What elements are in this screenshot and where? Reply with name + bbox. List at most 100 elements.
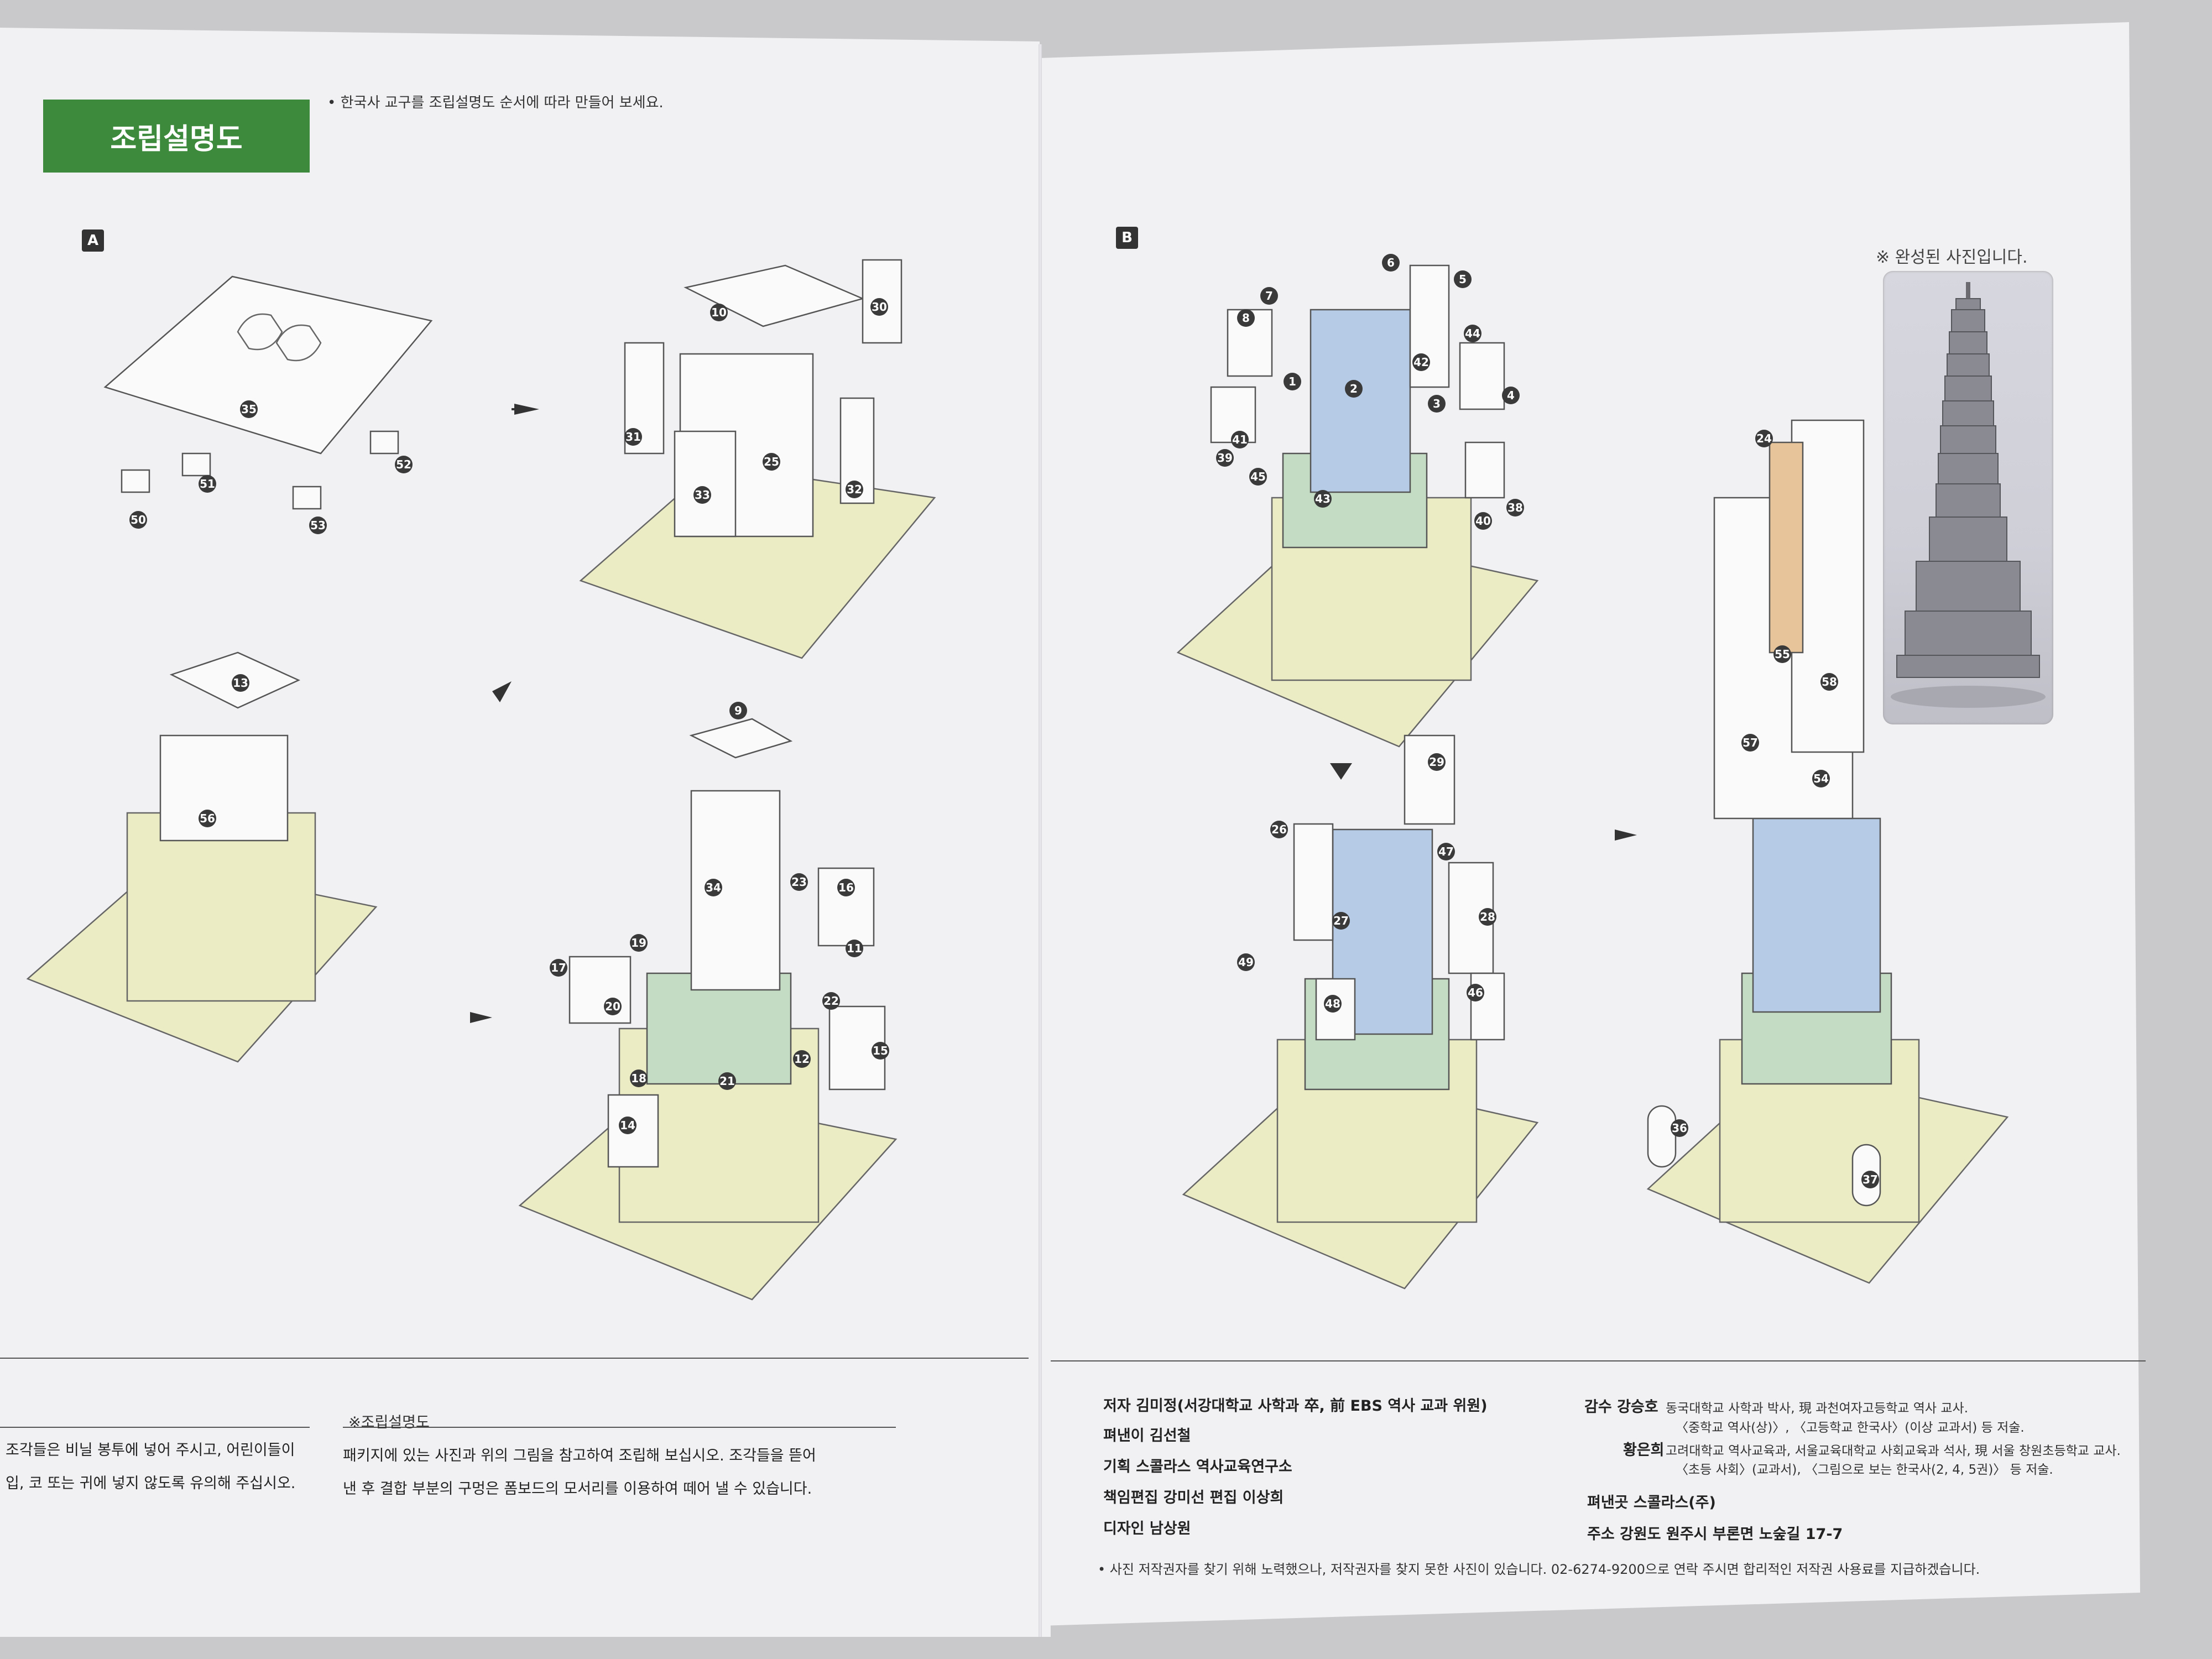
part-label-55: 55 <box>1773 645 1791 663</box>
svg-text:43: 43 <box>1315 492 1331 505</box>
part-label-19: 19 <box>630 934 648 952</box>
part-label-29: 29 <box>1428 753 1446 771</box>
part-label-24: 24 <box>1755 430 1773 447</box>
step3-assembly <box>26 651 378 1063</box>
part-label-6: 6 <box>1382 254 1400 272</box>
svg-text:46: 46 <box>1468 986 1483 999</box>
part-label-50: 50 <box>129 511 147 529</box>
part-label-22: 22 <box>822 992 840 1010</box>
svg-text:18: 18 <box>631 1072 646 1085</box>
svg-text:28: 28 <box>1480 910 1495 924</box>
part-label-28: 28 <box>1479 908 1496 926</box>
part-label-25: 25 <box>763 453 780 471</box>
part-label-41: 41 <box>1231 431 1249 448</box>
svg-text:17: 17 <box>551 961 566 974</box>
svg-text:13: 13 <box>233 676 248 690</box>
svg-text:19: 19 <box>631 936 646 950</box>
part-label-45: 45 <box>1249 468 1267 486</box>
svg-text:1: 1 <box>1288 375 1296 388</box>
step5-assembly <box>1176 264 1539 748</box>
publisher-place: 펴낸곳 스콜라스(주) <box>1587 1494 1716 1511</box>
svg-text:47: 47 <box>1438 845 1454 858</box>
svg-text:21: 21 <box>719 1074 735 1088</box>
svg-text:49: 49 <box>1238 956 1254 969</box>
section-b-badge: B <box>1116 227 1138 249</box>
part-label-46: 46 <box>1467 984 1484 1001</box>
svg-text:48: 48 <box>1325 997 1340 1010</box>
caution-line-1: 조각들은 비닐 봉투에 넣어 주시고, 어린이들이 <box>6 1442 295 1459</box>
part-label-31: 31 <box>624 428 642 446</box>
footer-rule-right <box>1051 1360 2146 1361</box>
part-label-53: 53 <box>309 517 327 534</box>
part-label-7: 7 <box>1260 287 1278 305</box>
svg-text:50: 50 <box>131 513 146 526</box>
step4-assembly <box>518 718 898 1301</box>
svg-text:4: 4 <box>1507 389 1515 402</box>
part-label-27: 27 <box>1332 912 1350 930</box>
svg-text:12: 12 <box>794 1052 810 1066</box>
svg-text:34: 34 <box>706 881 721 894</box>
svg-text:58: 58 <box>1822 675 1837 688</box>
svg-text:36: 36 <box>1672 1121 1687 1135</box>
part-label-14: 14 <box>619 1117 637 1134</box>
svg-text:57: 57 <box>1743 736 1758 749</box>
part-label-21: 21 <box>718 1072 736 1090</box>
page-fold <box>1039 44 1042 1637</box>
intro-text: • 한국사 교구를 조립설명도 순서에 따라 만들어 보세요. <box>327 95 664 111</box>
part-label-36: 36 <box>1671 1119 1688 1137</box>
title-text: 조립설명도 <box>110 122 243 156</box>
part-label-49: 49 <box>1237 953 1255 971</box>
supervisor-1: 감수 강승호 <box>1584 1399 1658 1416</box>
svg-text:20: 20 <box>605 1000 620 1013</box>
svg-text:41: 41 <box>1232 433 1248 446</box>
svg-text:44: 44 <box>1465 327 1480 340</box>
supervisor-2-desc-1: 고려대학교 역사교육과, 서울교육대학교 사회교육과 석사, 現 서울 창원초등… <box>1666 1444 2121 1458</box>
part-label-20: 20 <box>604 998 622 1015</box>
svg-text:24: 24 <box>1756 432 1772 445</box>
svg-text:26: 26 <box>1271 823 1287 836</box>
part-label-40: 40 <box>1474 512 1492 530</box>
svg-text:8: 8 <box>1242 311 1250 325</box>
step7-assembly <box>1646 419 2009 1284</box>
title-banner: 조립설명도 <box>43 100 310 173</box>
supervisor-1-desc-2: 〈중학교 역사(상)〉, 〈고등학교 한국사〉(이상 교과서) 등 저술. <box>1676 1421 2025 1435</box>
svg-text:29: 29 <box>1429 755 1444 769</box>
part-label-12: 12 <box>793 1050 811 1068</box>
svg-text:5: 5 <box>1459 273 1467 286</box>
copyright-notice: • 사진 저작권자를 찾기 위해 노력했으나, 저작권자를 찾지 못한 사진이 … <box>1098 1562 1980 1577</box>
supervisor-2: 황은희 <box>1623 1442 1665 1459</box>
part-label-5: 5 <box>1454 270 1472 288</box>
svg-text:40: 40 <box>1475 514 1491 528</box>
part-label-26: 26 <box>1270 821 1288 838</box>
section-a-badge: A <box>82 229 104 252</box>
caution-line-2: 입, 코 또는 귀에 넣지 않도록 유의해 주십시오. <box>6 1475 296 1492</box>
svg-text:53: 53 <box>310 519 326 532</box>
step1-base-board <box>103 275 433 510</box>
part-label-37: 37 <box>1861 1171 1879 1188</box>
svg-text:31: 31 <box>625 430 641 444</box>
credit-design: 디자인 남상원 <box>1103 1520 1191 1537</box>
credit-editor: 책임편집 강미선 편집 이상희 <box>1103 1489 1284 1506</box>
svg-text:11: 11 <box>847 942 862 955</box>
svg-text:6: 6 <box>1387 256 1395 269</box>
step-arrows <box>470 404 1637 1023</box>
part-label-58: 58 <box>1820 673 1838 691</box>
arrow-right-1 <box>514 404 539 415</box>
svg-text:23: 23 <box>791 875 807 889</box>
part-label-1: 1 <box>1284 373 1301 390</box>
svg-text:2: 2 <box>1350 382 1358 395</box>
part-label-8: 8 <box>1237 309 1255 327</box>
part-label-17: 17 <box>550 959 567 977</box>
part-label-34: 34 <box>705 879 722 896</box>
svg-text:54: 54 <box>1813 772 1829 785</box>
part-label-51: 51 <box>199 475 216 493</box>
part-label-56: 56 <box>199 810 216 827</box>
svg-text:45: 45 <box>1250 470 1266 483</box>
svg-text:56: 56 <box>200 812 215 825</box>
svg-text:16: 16 <box>838 881 854 894</box>
svg-text:14: 14 <box>620 1119 635 1132</box>
part-label-9: 9 <box>729 702 747 719</box>
part-label-57: 57 <box>1741 734 1759 752</box>
photo-note: ※ 완성된 사진입니다. <box>1876 248 2028 267</box>
